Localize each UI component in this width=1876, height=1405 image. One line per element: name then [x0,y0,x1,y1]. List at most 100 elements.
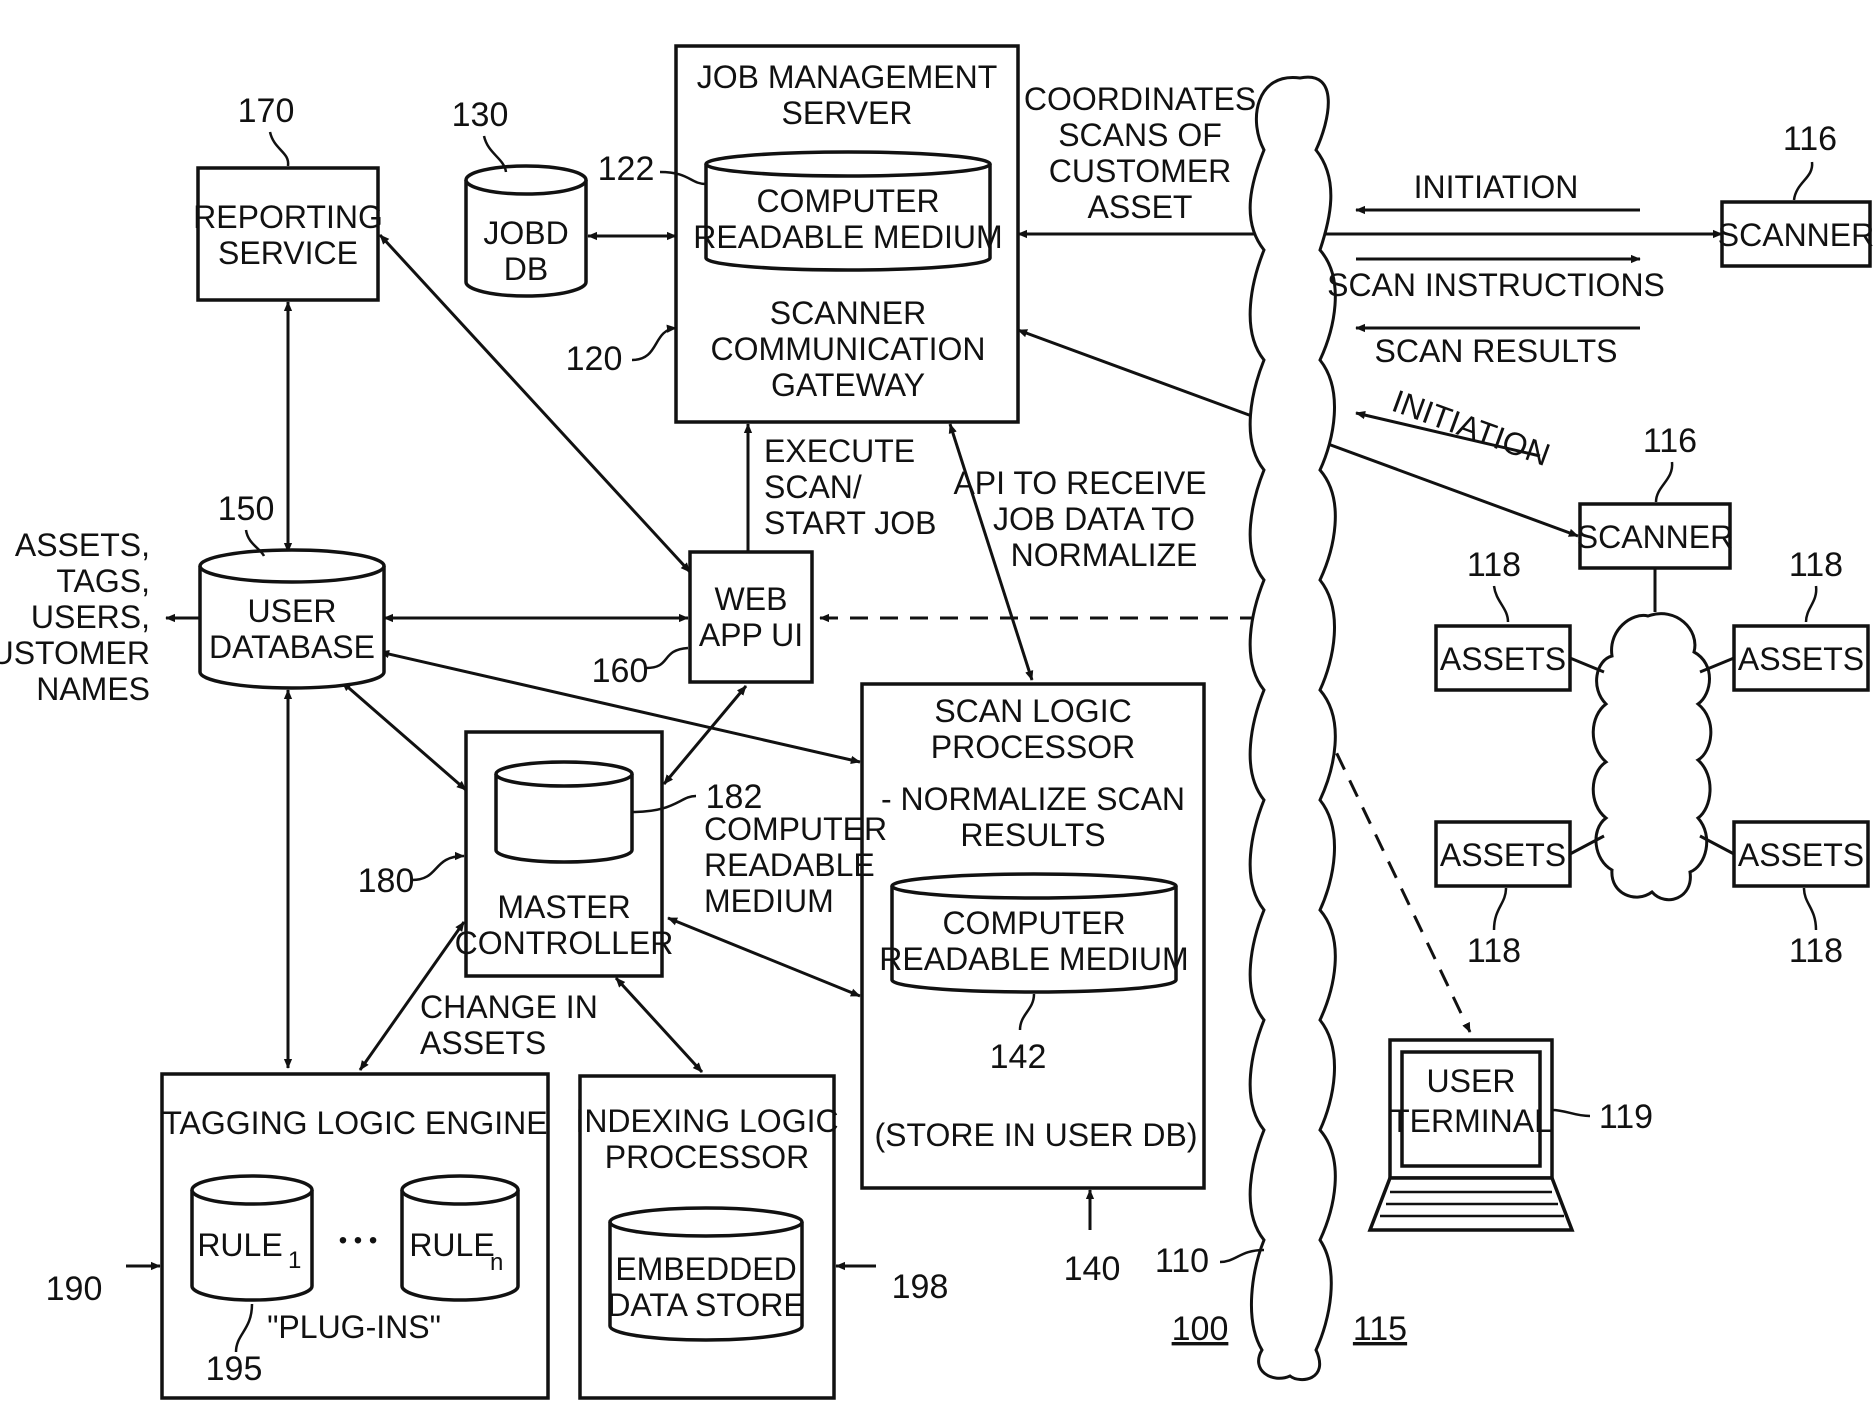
leader-118-br [1804,888,1816,930]
master-controller: MASTER CONTROLLER [455,732,674,976]
ref-180: 180 [358,862,415,900]
rule1-cylinder: RULE 1 [192,1176,312,1300]
master-crm-text: COMPUTER READABLE MEDIUM [704,811,887,919]
master-scanlogic-arrow [668,918,860,996]
scanlogic-title-2: PROCESSOR [931,729,1135,765]
master-crm-3: MEDIUM [704,883,834,919]
server-title-1: JOB MANAGEMENT [697,59,997,95]
gateway-label-3: GATEWAY [771,367,925,403]
assets-br-label: ASSETS [1738,837,1864,873]
scanlogic-normalize-1: - NORMALIZE SCAN [881,781,1185,817]
web-app-ui: WEB APP UI [690,552,812,682]
jobd-db-cylinder: JOBD DB [466,166,586,296]
user-database-cylinder: USER DATABASE [200,550,384,688]
gateway-label-2: COMMUNICATION [711,331,986,367]
ref-122: 122 [598,150,655,188]
api-1: API TO RECEIVE [953,465,1206,501]
ref-118-br: 118 [1789,932,1843,970]
change-in-assets-text: CHANGE IN ASSETS [420,989,598,1061]
master-ref-arrow [412,856,464,880]
reporting-label-1: REPORTING [193,199,383,235]
embedded-2: DATA STORE [607,1287,804,1323]
leader-119 [1552,1110,1590,1116]
userdb-output-text: ASSETS, TAGS, USERS, CUSTOMER NAMES [0,527,150,707]
leader-116-top [1794,162,1812,200]
rule1-label: RULE [197,1227,282,1263]
ref-120: 120 [566,340,623,378]
leader-170 [270,132,288,166]
output-assets: ASSETS, [15,527,150,563]
master-crm-1: COMPUTER [704,811,887,847]
ref-116-mid: 116 [1643,422,1697,460]
execute-3: START JOB [764,505,936,541]
ref-110: 110 [1155,1242,1209,1280]
master-label-2: CONTROLLER [455,925,674,961]
ref-130: 130 [452,96,509,134]
jobd-label-1: JOBD [483,215,568,251]
rule-ellipsis: • • • [339,1227,378,1254]
job-management-server: JOB MANAGEMENT SERVER COMPUTER READABLE … [676,46,1018,422]
ref-182: 182 [706,778,763,816]
output-customer: CUSTOMER [0,635,150,671]
ref-118-tl: 118 [1467,546,1521,584]
ref-118-tr: 118 [1789,546,1843,584]
indexing-logic-processor: INDEXING LOGIC PROCESSOR EMBEDDED DATA S… [575,1076,838,1398]
coord-2: SCANS OF [1058,117,1222,153]
server-crm-cylinder: COMPUTER READABLE MEDIUM [693,152,1002,270]
rulen-cylinder: RULE n [402,1176,518,1300]
assets-tl-label: ASSETS [1440,641,1566,677]
indexing-title-2: PROCESSOR [605,1139,809,1175]
master-label-1: MASTER [497,889,630,925]
server-crm-1: COMPUTER [756,183,939,219]
ref-190: 190 [46,1270,103,1308]
user-terminal-laptop: USER TERMINAL [1370,1040,1572,1230]
scanner-mid: SCANNER [1577,504,1733,568]
jobd-label-2: DB [504,251,548,287]
ref-115: 115 [1353,1310,1407,1348]
scanlogic-title-1: SCAN LOGIC [934,693,1131,729]
ref-140: 140 [1064,1250,1121,1288]
assets-tr-label: ASSETS [1738,641,1864,677]
tagging-title: TAGGING LOGIC ENGINE [162,1105,547,1141]
scanner-top-label: SCANNER [1718,217,1874,253]
master-crm-cylinder [496,762,632,862]
rule1-subscript: 1 [288,1247,301,1274]
plugins-label: "PLUG-INS" [267,1309,441,1345]
execute-2: SCAN/ [764,469,862,505]
leader-116-mid [1656,462,1672,502]
execute-scan-text: EXECUTE SCAN/ START JOB [764,433,936,541]
scanner-top: SCANNER [1718,202,1874,266]
ref-150: 150 [218,490,275,528]
embedded-1: EMBEDDED [615,1251,796,1287]
output-names: NAMES [36,671,150,707]
ref-160: 160 [592,652,649,690]
ref-195: 195 [206,1350,263,1388]
scan-instructions-label: SCAN INSTRUCTIONS [1327,267,1665,303]
ref-198: 198 [892,1268,949,1306]
api-3: NORMALIZE [1011,537,1198,573]
scan-logic-processor: SCAN LOGIC PROCESSOR - NORMALIZE SCAN RE… [862,684,1204,1188]
ref-142: 142 [990,1038,1047,1076]
ref-170: 170 [238,92,295,130]
master-indexing-arrow [616,978,702,1072]
embedded-store-cylinder: EMBEDDED DATA STORE [607,1208,804,1340]
webapp-label-2: APP UI [699,617,803,653]
reporting-label-2: SERVICE [218,235,358,271]
leader-118-bl [1494,888,1506,930]
indexing-title-1: INDEXING LOGIC [575,1103,838,1139]
terminal-label-2: TERMINAL [1390,1103,1552,1139]
assets-top-right: ASSETS [1734,626,1868,690]
scanner-mid-label: SCANNER [1577,519,1733,555]
coord-4: ASSET [1088,189,1193,225]
leader-118-tl [1494,586,1508,622]
assets-bottom-left: ASSETS [1436,822,1570,886]
server-crm-2: READABLE MEDIUM [693,219,1002,255]
initiation-top-label: INITIATION [1414,169,1579,205]
scanlogic-crm-1: COMPUTER [942,905,1125,941]
scanlogic-crm-cylinder: COMPUTER READABLE MEDIUM [879,874,1188,992]
asset-network-cloud [1593,614,1711,900]
rulen-subscript: n [490,1249,503,1276]
rulen-label: RULE [409,1227,494,1263]
network-cloud-110 [1250,77,1335,1379]
